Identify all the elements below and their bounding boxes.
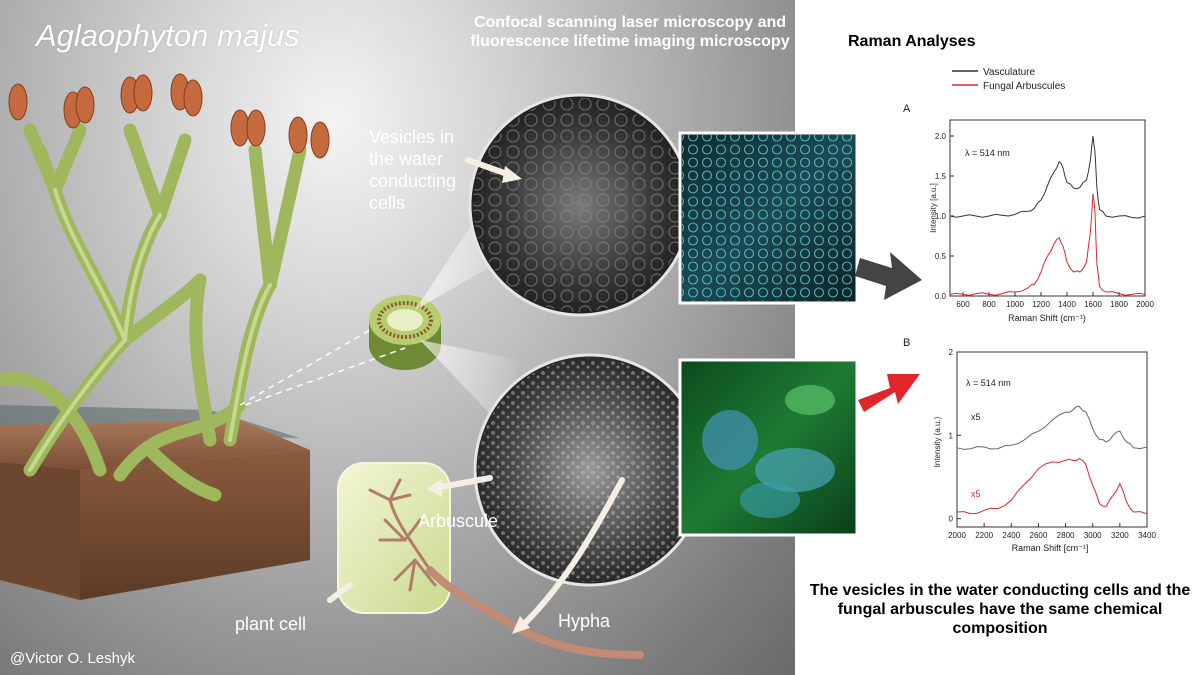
vesicles-label-line: Vesicles in (369, 127, 455, 147)
x-tick-label: 1600 (1084, 300, 1102, 309)
vesicles-label: Vesicles in the water conducting cells (369, 126, 456, 214)
legend-entry-vasculature: Vasculature (983, 67, 1036, 78)
x-tick-label: 2800 (1057, 531, 1075, 540)
plot-a-xlabel: Raman Shift (cm⁻¹) (1008, 313, 1086, 323)
series-line-fungal (949, 193, 1146, 296)
y-tick-label: 1.5 (935, 172, 947, 181)
y-tick-label: 1.0 (935, 212, 947, 221)
plot-b-xlabel: Raman Shift [cm⁻¹] (1012, 543, 1089, 553)
legend-entry-fungal: Fungal Arbuscules (983, 81, 1065, 92)
x-tick-label: 3200 (1111, 531, 1129, 540)
x-tick-label: 2200 (975, 531, 993, 540)
plot-b-frame (956, 351, 1148, 528)
confocal-heading: Confocal scanning laser microscopy and f… (470, 14, 790, 50)
y-tick-label: 2 (949, 348, 954, 357)
x-tick-label: 2600 (1030, 531, 1048, 540)
page-title: Aglaophyton majus (36, 18, 300, 53)
panel-label-a: A (903, 103, 911, 115)
confocal-image-arbuscules (473, 353, 707, 587)
x-tick-label: 2000 (1136, 300, 1154, 309)
confocal-image-vesicles (468, 93, 692, 317)
x-tick-label: 2400 (1002, 531, 1020, 540)
series-scale-fungal: x5 (971, 489, 981, 499)
y-tick-label: 0.0 (935, 292, 947, 301)
plot-a: A λ = 514 nm Raman Shift (cm⁻¹) Intensit… (903, 103, 1154, 323)
conclusion-text: The vesicles in the water conducting cel… (809, 582, 1191, 637)
plot-b-ylabel: Intensity (a.u.) (933, 416, 942, 467)
label-arrows (327, 157, 625, 631)
stem-cross-section (369, 295, 441, 370)
x-tick-label: 3400 (1138, 531, 1156, 540)
x-tick-label: 1400 (1058, 300, 1076, 309)
plot-b: B λ = 514 nm x5 x5 Raman Shift [cm⁻¹] In… (903, 337, 1156, 553)
soil-block (0, 405, 310, 600)
plant-cell-label: plant cell (235, 614, 307, 634)
flim-image-vesicles (678, 131, 859, 305)
plot-b-annotation: λ = 514 nm (966, 378, 1011, 388)
x-tick-label: 600 (956, 300, 970, 309)
x-tick-label: 800 (982, 300, 996, 309)
y-tick-label: 0.5 (935, 252, 947, 261)
series-scale-vasculature: x5 (971, 412, 981, 422)
plot-a-ylabel: Intensity [a.u.] (929, 183, 938, 233)
series-line-fungal (956, 458, 1148, 515)
x-tick-label: 2000 (948, 531, 966, 540)
vesicles-label-line: the water (369, 149, 444, 169)
panel-label-b: B (903, 337, 910, 349)
y-tick-label: 0 (949, 515, 954, 524)
vesicles-label-line: conducting (369, 171, 457, 191)
arbuscule-label: Arbuscule (418, 511, 499, 531)
vesicles-label-line: cells (369, 193, 406, 213)
plot-a-annotation: λ = 514 nm (965, 148, 1010, 158)
aglaophyton-plant (0, 123, 307, 502)
y-tick-label: 2.0 (935, 132, 947, 141)
raman-heading: Raman Analyses (848, 33, 976, 50)
hypha-label: Hypha (558, 611, 611, 631)
chart-legend: Vasculature Fungal Arbuscules (952, 67, 1065, 92)
x-tick-label: 1000 (1006, 300, 1024, 309)
x-tick-label: 1200 (1032, 300, 1050, 309)
arrow-to-plot-a (855, 252, 922, 300)
series-line-vasculature (949, 135, 1146, 219)
x-tick-label: 3000 (1084, 531, 1102, 540)
y-tick-label: 1 (949, 431, 954, 440)
flim-image-arbuscules (678, 358, 859, 537)
credit: @Victor O. Leshyk (10, 650, 135, 667)
series-line-vasculature (956, 405, 1148, 450)
x-tick-label: 1800 (1110, 300, 1128, 309)
sporangia (8, 73, 330, 159)
plot-a-frame (949, 119, 1146, 297)
arrow-to-plot-b (858, 374, 920, 412)
raman-panel-background (795, 0, 1200, 675)
